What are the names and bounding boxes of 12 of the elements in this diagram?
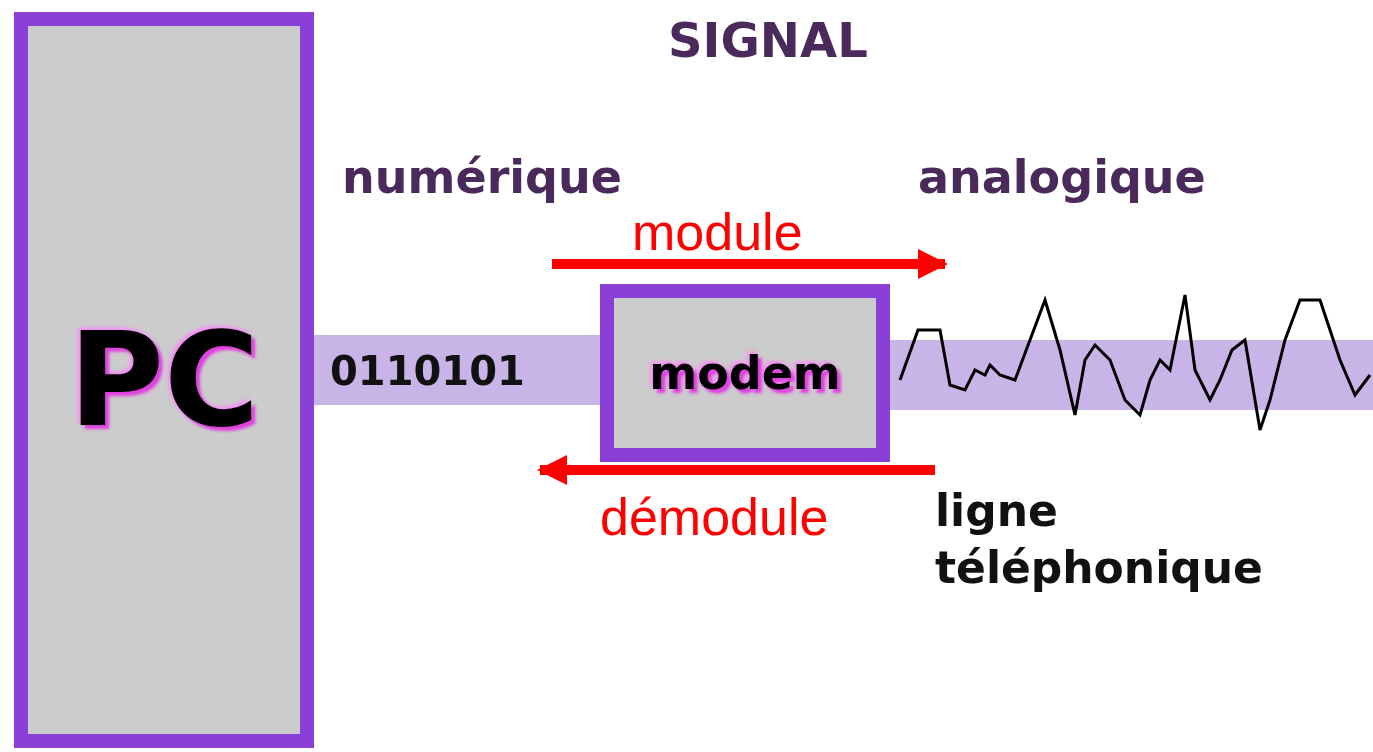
heading: SIGNAL [668,12,868,68]
signal-line [890,340,1373,410]
computer-box [14,12,314,748]
line-label: ligne téléphonique [935,484,1264,596]
node-label: PC [68,304,260,456]
node-label: modem [649,346,841,400]
direction-label: démodule [600,487,829,547]
direction-label: module [632,202,803,262]
signal-type-label: numérique [342,150,622,204]
modem-box [600,284,890,462]
signal-type-label: analogique [918,150,1206,204]
edge-label: 0110101 [330,348,525,394]
